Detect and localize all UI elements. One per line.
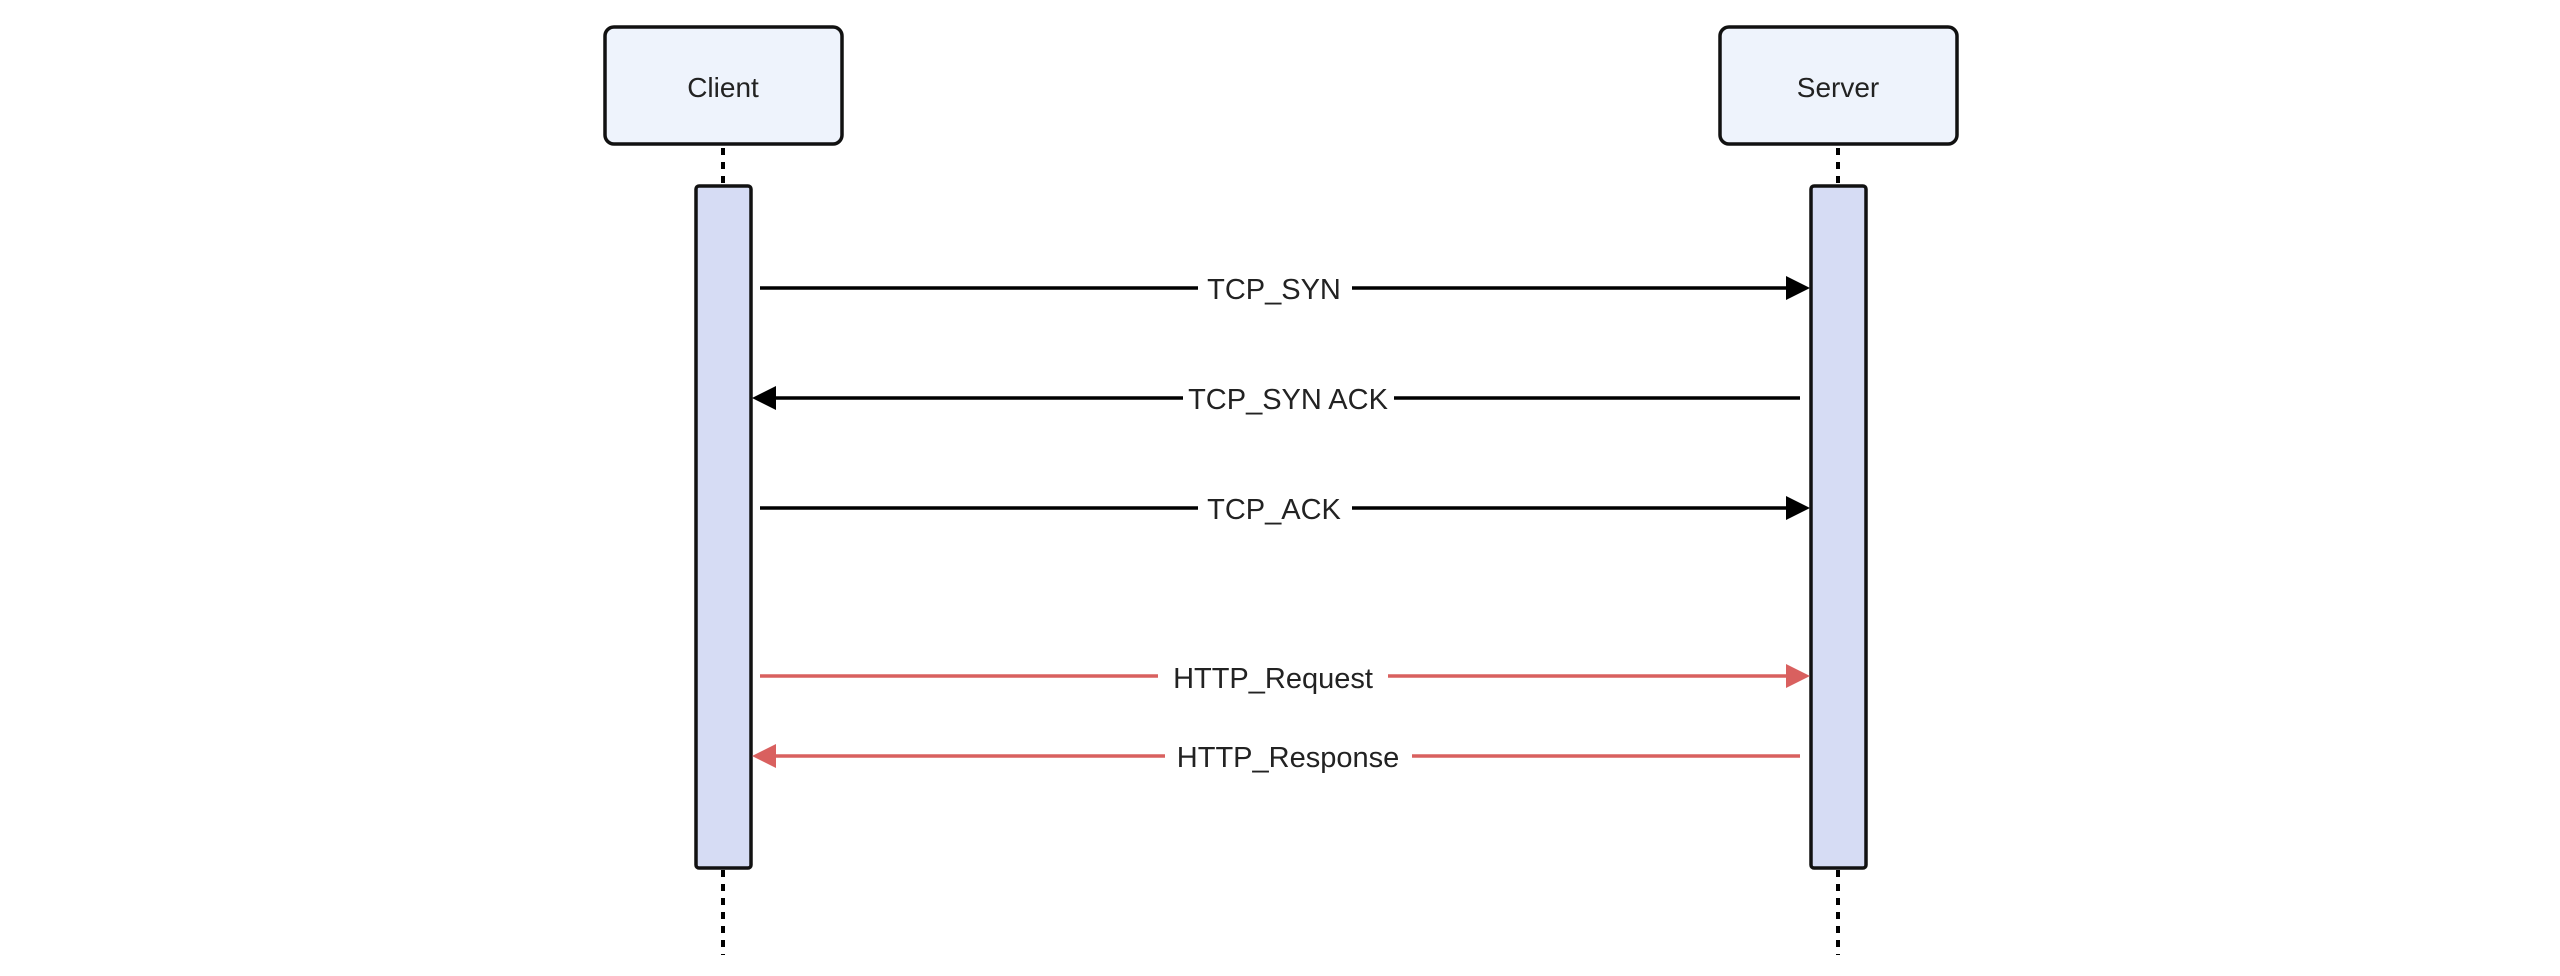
message-http-response-arrowhead [752, 744, 776, 768]
participant-server-box [1718, 25, 1959, 146]
message-tcp-ack-label: TCP_ACK [1207, 494, 1341, 526]
server-activation-bar [1809, 184, 1868, 870]
message-tcp-syn-ack-label: TCP_SYN ACK [1188, 384, 1388, 416]
message-tcp-syn-label: TCP_SYN [1207, 274, 1341, 306]
message-tcp-syn-ack-arrowhead [752, 386, 776, 410]
message-tcp-syn-arrowhead [1786, 276, 1810, 300]
participant-server-label: Server [1797, 72, 1879, 103]
message-http-response-label: HTTP_Response [1177, 742, 1399, 774]
participant-server: Server [1718, 25, 1959, 146]
participant-client: Client [603, 25, 844, 146]
client-activation-bar [694, 184, 753, 870]
participant-client-label: Client [687, 72, 759, 103]
message-http-request: HTTP_Request [760, 663, 1810, 695]
message-tcp-ack-arrowhead [1786, 496, 1810, 520]
message-http-request-arrowhead [1786, 664, 1810, 688]
message-http-response: HTTP_Response [752, 742, 1800, 774]
participant-client-box [603, 25, 844, 146]
message-http-request-label: HTTP_Request [1173, 663, 1373, 695]
message-tcp-syn: TCP_SYN [760, 274, 1810, 306]
message-tcp-syn-ack: TCP_SYN ACK [752, 384, 1800, 416]
message-tcp-ack: TCP_ACK [760, 494, 1810, 526]
